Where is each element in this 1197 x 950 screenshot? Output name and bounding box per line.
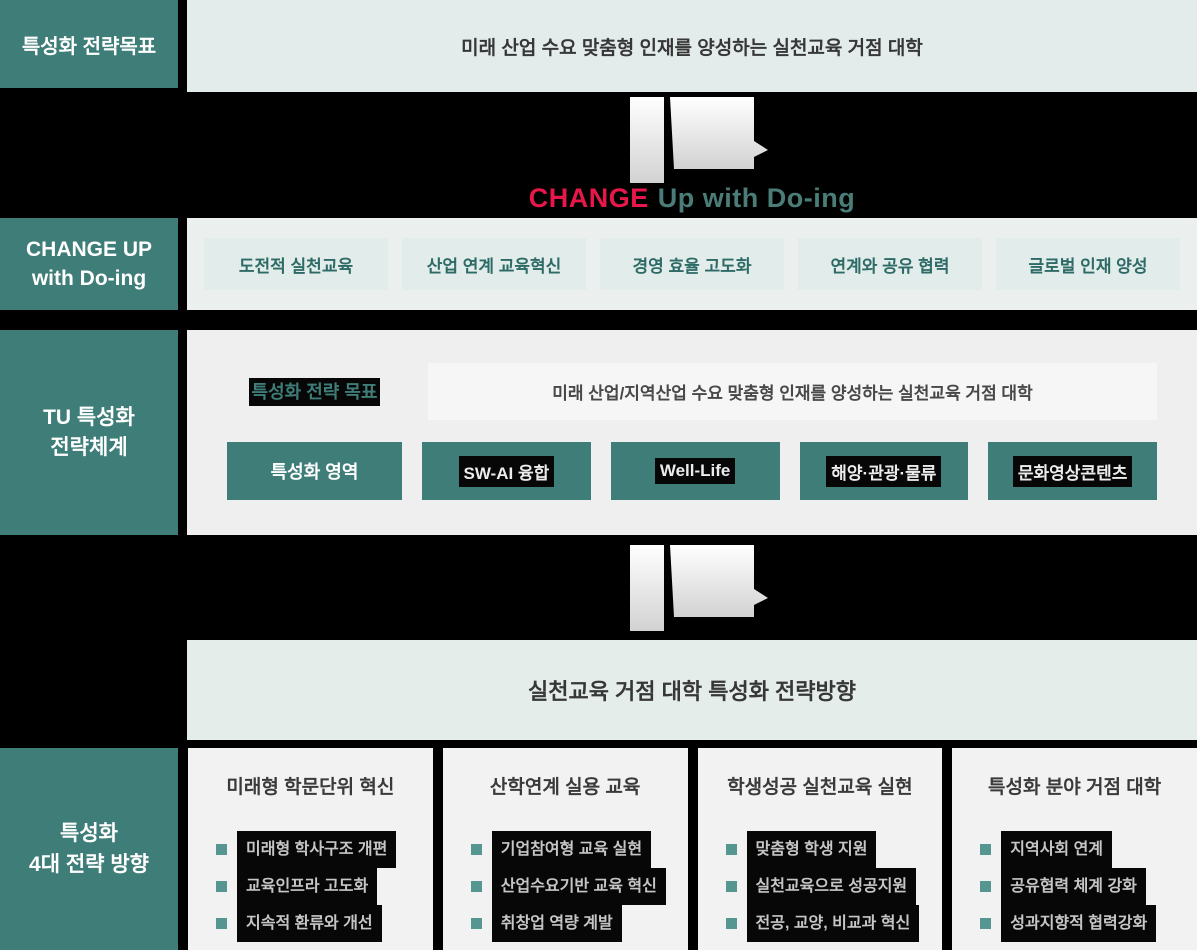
list-item: 지역사회 연계 [980, 831, 1197, 868]
transition-band-content [187, 535, 1197, 640]
four-strategies-label-box: 특성화 4대 전략 방향 [0, 748, 178, 950]
core-value-box: 산업 연계 교육혁신 [402, 238, 586, 290]
core-value-box: 도전적 실천교육 [204, 238, 388, 290]
strategy-goal-label-box: 특성화 전략목표 [0, 0, 178, 88]
list-item: 전공, 교양, 비교과 혁신 [725, 905, 943, 942]
tu-framework-label-line2: 전략체계 [50, 435, 128, 459]
tu-goal-box: 미래 산업/지역산업 수요 맞춤형 인재를 양성하는 실천교육 거점 대학 [428, 363, 1157, 420]
square-bullet-icon [216, 844, 227, 855]
tu-areas-row: 특성화 영역 SW-AI 융합 Well-Life 해양·관광·물류 문화영상콘… [227, 442, 1157, 500]
square-bullet-icon [980, 844, 992, 855]
strategy-card-title: 특성화 분야 거점 대학 [988, 777, 1162, 798]
list-item: 교육인프라 고도화 [216, 868, 433, 905]
tu-area-box: Well-Life [610, 442, 780, 500]
list-item: 취창업 역량 계발 [470, 905, 688, 942]
strategy-card: 학생성공 실천교육 실현 맞춤형 학생 지원 실천교육으로 성공지원 전공, 교… [697, 748, 943, 950]
core-values-label-line2: with Do-ing [31, 267, 147, 290]
strategy-card: 특성화 분야 거점 대학 지역사회 연계 공유협력 체계 강화 성과지향적 협력… [952, 748, 1197, 950]
square-bullet-icon [470, 844, 482, 855]
square-bullet-icon [980, 918, 992, 929]
list-item: 산업수요기반 교육 혁신 [470, 868, 688, 905]
strategy-card: 미래형 학문단위 혁신 미래형 학사구조 개편 교육인프라 고도화 지속적 환류… [188, 748, 433, 950]
square-bullet-icon [725, 844, 737, 855]
transition-band-bottom [0, 535, 1197, 640]
section-direction-banner: 실천교육 거점 대학 특성화 전략방향 [0, 640, 1197, 740]
direction-banner: 실천교육 거점 대학 특성화 전략방향 [187, 640, 1197, 740]
tu-area-box: 문화영상콘텐츠 [988, 442, 1157, 500]
list-item: 실천교육으로 성공지원 [725, 868, 943, 905]
transition-band-content: CHANGE Up with Do-ing [187, 92, 1197, 218]
strategy-card-list: 기업참여형 교육 실현 산업수요기반 교육 혁신 취창업 역량 계발 [443, 831, 688, 942]
strategy-card-title: 학생성공 실천교육 실현 [727, 777, 913, 798]
strategy-card-list: 지역사회 연계 공유협력 체계 강화 성과지향적 협력강화 [952, 831, 1197, 942]
core-value-box: 연계와 공유 협력 [798, 238, 982, 290]
strategy-goal-title: 미래 산업 수요 맞춤형 인재를 양성하는 실천교육 거점 대학 [461, 37, 923, 59]
tu-goal-row: 특성화 전략 목표 미래 산업/지역산업 수요 맞춤형 인재를 양성하는 실천교… [227, 363, 1157, 420]
list-item: 성과지향적 협력강화 [980, 905, 1197, 942]
divider [0, 310, 1197, 330]
core-values-panel: 도전적 실천교육 산업 연계 교육혁신 경영 효율 고도화 연계와 공유 협력 … [187, 218, 1197, 310]
square-bullet-icon [470, 881, 482, 892]
list-item: 지속적 환류와 개선 [216, 905, 433, 942]
square-bullet-icon [470, 918, 482, 929]
tu-framework-label-box: TU 특성화 전략체계 [0, 330, 178, 535]
transition-band-top: CHANGE Up with Do-ing [0, 92, 1197, 218]
divider [0, 740, 1197, 748]
strategy-card-list: 맞춤형 학생 지원 실천교육으로 성공지원 전공, 교양, 비교과 혁신 [698, 831, 943, 942]
list-item: 공유협력 체계 강화 [980, 868, 1197, 905]
strategy-card: 산학연계 실용 교육 기업참여형 교육 실현 산업수요기반 교육 혁신 취창업 … [442, 748, 688, 950]
tu-goal-text: 미래 산업/지역산업 수요 맞춤형 인재를 양성하는 실천교육 거점 대학 [552, 384, 1033, 403]
slogan-rest: Up with Do-ing [657, 183, 856, 213]
tu-framework-label-line1: TU 특성화 [43, 405, 135, 429]
list-item: 미래형 학사구조 개편 [216, 831, 433, 868]
tu-framework-panel: 특성화 전략 목표 미래 산업/지역산업 수요 맞춤형 인재를 양성하는 실천교… [187, 330, 1197, 535]
slogan-emphasis: CHANGE [528, 183, 649, 213]
tu-area-box: SW-AI 융합 [422, 442, 591, 500]
list-item: 맞춤형 학생 지원 [725, 831, 943, 868]
section-strategy-goal: 특성화 전략목표 미래 산업 수요 맞춤형 인재를 양성하는 실천교육 거점 대… [0, 0, 1197, 92]
slogan-text: CHANGE Up with Do-ing [529, 183, 855, 213]
core-value-box: 글로벌 인재 양성 [996, 238, 1180, 290]
strategy-card-title: 미래형 학문단위 혁신 [226, 777, 395, 798]
down-arrow-graphic [630, 97, 768, 183]
section-tu-framework: TU 특성화 전략체계 특성화 전략 목표 미래 산업/지역산업 수요 맞춤형 … [0, 330, 1197, 535]
square-bullet-icon [725, 918, 737, 929]
strategy-card-title: 산학연계 실용 교육 [489, 777, 641, 798]
four-strategies-label-line1: 특성화 [60, 822, 118, 845]
strategy-card-list: 미래형 학사구조 개편 교육인프라 고도화 지속적 환류와 개선 [188, 831, 433, 942]
strategy-goal-label: 특성화 전략목표 [21, 35, 157, 58]
core-values-label-box: CHANGE UP with Do-ing [0, 218, 178, 310]
section-core-values: CHANGE UP with Do-ing 도전적 실천교육 산업 연계 교육혁… [0, 218, 1197, 310]
strategy-goal-banner: 미래 산업 수요 맞춤형 인재를 양성하는 실천교육 거점 대학 [187, 0, 1197, 92]
tu-area-label-box: 특성화 영역 [227, 442, 402, 500]
core-value-box: 경영 효율 고도화 [600, 238, 784, 290]
tu-area-box: 해양·관광·물류 [799, 442, 969, 500]
square-bullet-icon [980, 881, 992, 892]
section-four-strategies: 특성화 4대 전략 방향 미래형 학문단위 혁신 미래형 학사구조 개편 교육인… [0, 748, 1197, 950]
square-bullet-icon [725, 881, 737, 892]
down-arrow-graphic [630, 544, 768, 631]
square-bullet-icon [216, 918, 227, 929]
tu-goal-label: 특성화 전략 목표 [227, 377, 402, 406]
list-item: 기업참여형 교육 실현 [470, 831, 688, 868]
banner-left-spacer [0, 640, 187, 740]
square-bullet-icon [216, 881, 227, 892]
four-strategies-label-line2: 4대 전략 방향 [29, 853, 149, 876]
core-values-label-line1: CHANGE UP [25, 238, 152, 261]
